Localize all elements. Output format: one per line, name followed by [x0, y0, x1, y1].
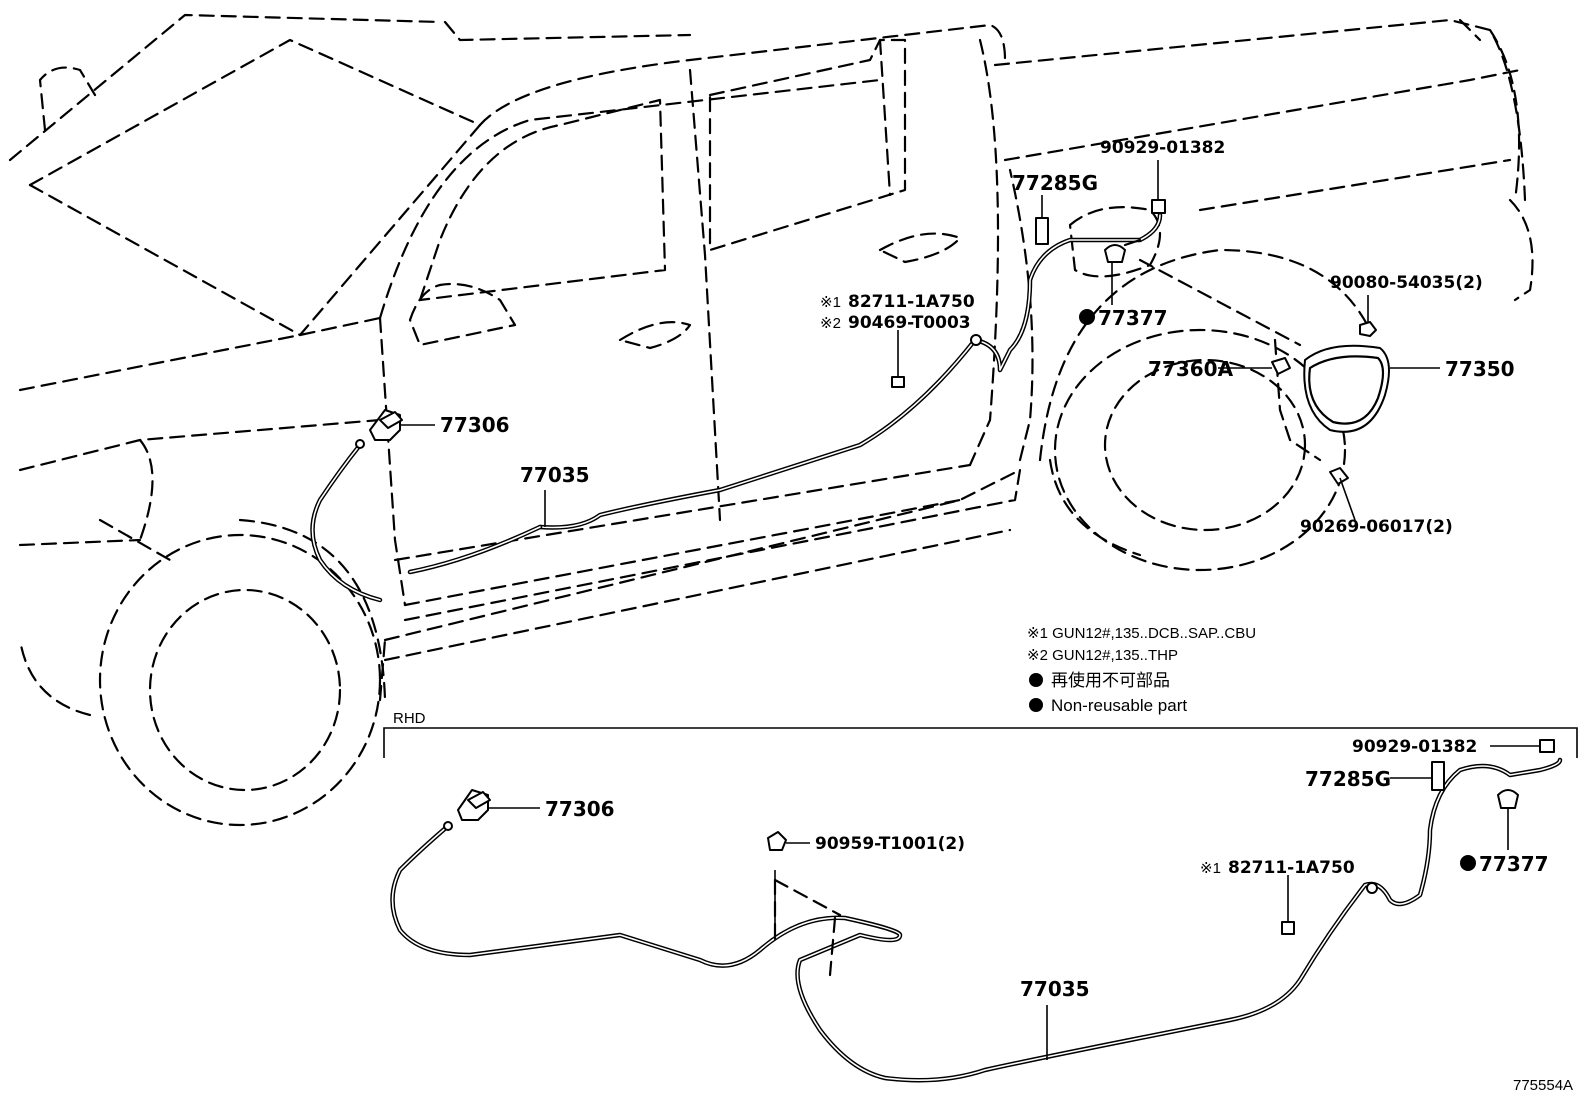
legend: ※1 GUN12#,135..DCB..SAP..CBU ※2 GUN12#,1… [1027, 625, 1256, 715]
lower-clip-90929 [1490, 739, 1555, 753]
legend-note-2: ※2 GUN12#,135..THP [1027, 647, 1178, 664]
label-77035-lower: 77035 [1020, 977, 1090, 1001]
label-note1-mark-upper: ※1 [820, 294, 841, 311]
label-90269: 90269-06017(2) [1300, 517, 1453, 537]
upper-nut-90080 [1359, 295, 1377, 337]
upper-screw-90269 [1329, 467, 1356, 521]
upper-clamp-77285G [1035, 195, 1049, 245]
label-82711-lower: 82711-1A750 [1228, 858, 1355, 878]
label-77035-upper: 77035 [520, 463, 590, 487]
label-77377-lower: 77377 [1479, 852, 1549, 876]
label-90469: 90469-T0003 [848, 313, 971, 333]
diagram-id: 775554A [1513, 1077, 1573, 1094]
upper-fuel-lid-77350 [1303, 344, 1440, 433]
label-90929-lower: 90929-01382 [1352, 737, 1477, 757]
label-77306-lower: 77306 [545, 797, 615, 821]
label-note2-mark-upper: ※2 [820, 315, 841, 332]
label-90080: 90080-54035(2) [1330, 273, 1483, 293]
upper-cable [310, 212, 1163, 603]
non-reusable-marker-upper [1079, 309, 1095, 325]
label-77350: 77350 [1445, 357, 1515, 381]
label-77377-upper: 77377 [1098, 306, 1168, 330]
upper-grommet-77377 [1104, 238, 1142, 305]
label-82711-upper: 82711-1A750 [848, 292, 975, 312]
section-label-rhd: RHD [393, 710, 426, 727]
lower-cable [390, 757, 1563, 1083]
upper-hinge-77360A [1218, 357, 1291, 375]
label-77360A: 77360A [1148, 357, 1234, 381]
label-77285G-upper: 77285G [1012, 171, 1098, 195]
upper-opener-77306 [355, 409, 435, 449]
legend-bullet-ja [1029, 673, 1043, 687]
legend-note-1: ※1 GUN12#,135..DCB..SAP..CBU [1027, 625, 1256, 642]
lower-labels: 77306 90959-T1001(2) 90929-01382 77285G … [545, 737, 1549, 1001]
label-77306-upper: 77306 [440, 413, 510, 437]
legend-non-reusable-en: Non-reusable part [1051, 696, 1187, 715]
lower-grommet-77377 [1497, 789, 1519, 850]
lower-clip-82711 [1281, 875, 1295, 935]
upper-labels: 77306 77035 77285G 90929-01382 77377 900… [440, 138, 1515, 537]
label-77285G-lower: 77285G [1305, 767, 1391, 791]
lower-clip-90959 [767, 831, 810, 851]
label-90929-upper: 90929-01382 [1100, 138, 1225, 158]
label-note1-mark-lower: ※1 [1200, 860, 1221, 877]
legend-bullet-en [1029, 698, 1043, 712]
rhd-section: RHD [383, 710, 1578, 758]
legend-non-reusable-ja: 再使用不可部品 [1051, 670, 1170, 690]
non-reusable-marker-lower [1460, 855, 1476, 871]
label-90959: 90959-T1001(2) [815, 834, 965, 854]
upper-clip-90929 [1151, 160, 1166, 214]
vehicle-outline [8, 13, 1534, 827]
lower-opener-77306 [443, 789, 540, 831]
lower-clamp-77285G [1390, 761, 1445, 791]
